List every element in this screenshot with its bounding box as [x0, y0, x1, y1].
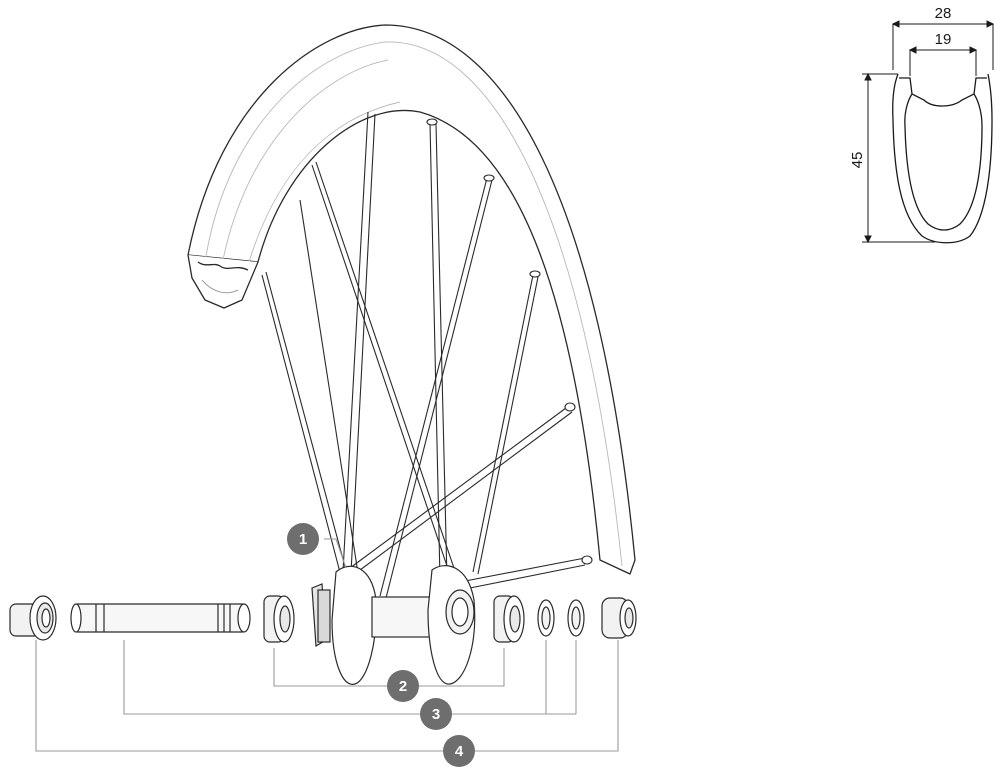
rim: [187, 24, 636, 575]
hub-body: [311, 565, 476, 685]
inner-width-label: 19: [935, 31, 952, 48]
callout-3: 3: [420, 698, 452, 730]
spacer-ring-b: [567, 599, 585, 637]
rim-profile: [892, 73, 993, 244]
callout-4: 4: [443, 735, 475, 767]
leader-1: [324, 538, 347, 569]
rim-profile-dimensions: [862, 20, 995, 244]
spokes: [261, 111, 586, 599]
callout-2: 2: [387, 670, 419, 702]
axle: [70, 603, 251, 633]
right-bearing: [493, 595, 525, 643]
spacer-ring-a: [537, 599, 555, 637]
leader-lines: [35, 538, 619, 752]
left-bearing: [263, 595, 295, 643]
left-end-cap: [9, 595, 57, 641]
rim-depth-label: 45: [849, 152, 866, 169]
spoke-nipples: [426, 118, 593, 565]
callout-3-label: 3: [432, 706, 440, 723]
callout-1-label: 1: [299, 531, 307, 548]
callout-4-label: 4: [455, 743, 464, 760]
leader-4: [35, 640, 619, 752]
right-end-cap: [601, 597, 637, 639]
callout-2-label: 2: [399, 678, 407, 695]
callout-1: 1: [287, 523, 319, 555]
outer-width-label: 28: [935, 5, 952, 22]
leader-3: [123, 640, 547, 715]
